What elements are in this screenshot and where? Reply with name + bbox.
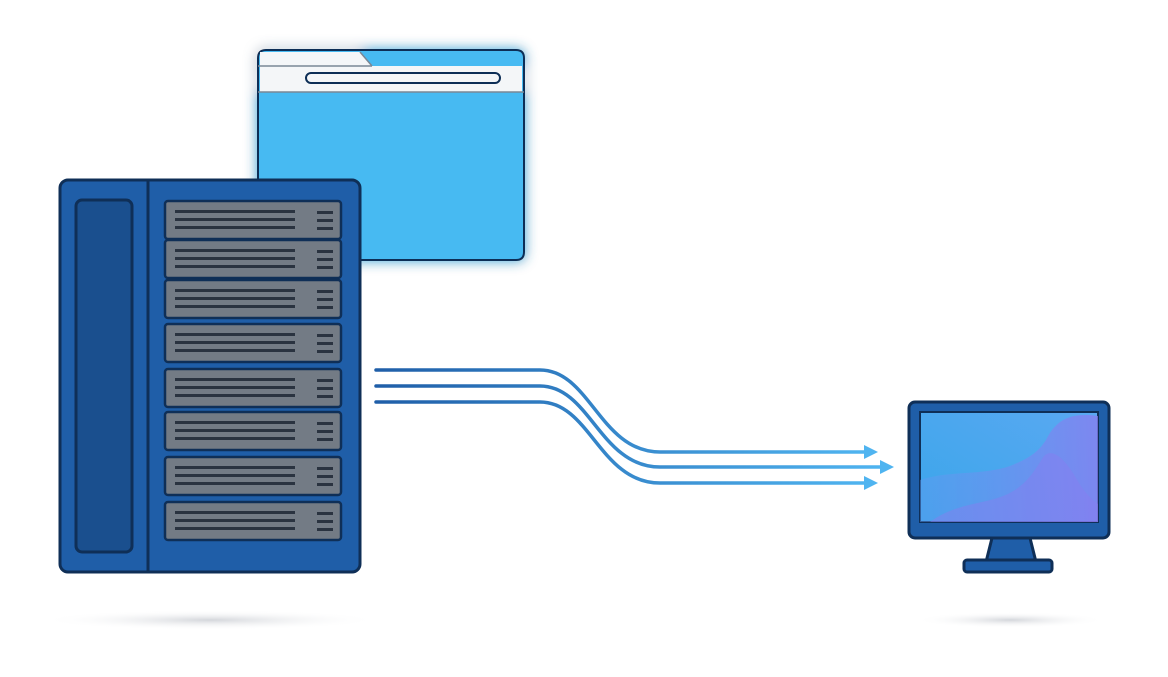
data-stream-arrows-icon xyxy=(374,368,884,485)
arrow-heads xyxy=(864,445,894,490)
desktop-monitor-icon xyxy=(907,400,1111,574)
server-shadow xyxy=(40,610,380,630)
monitor-shadow xyxy=(915,612,1105,628)
server-rack-icon xyxy=(58,178,362,574)
drive-bay-stack xyxy=(163,199,343,542)
